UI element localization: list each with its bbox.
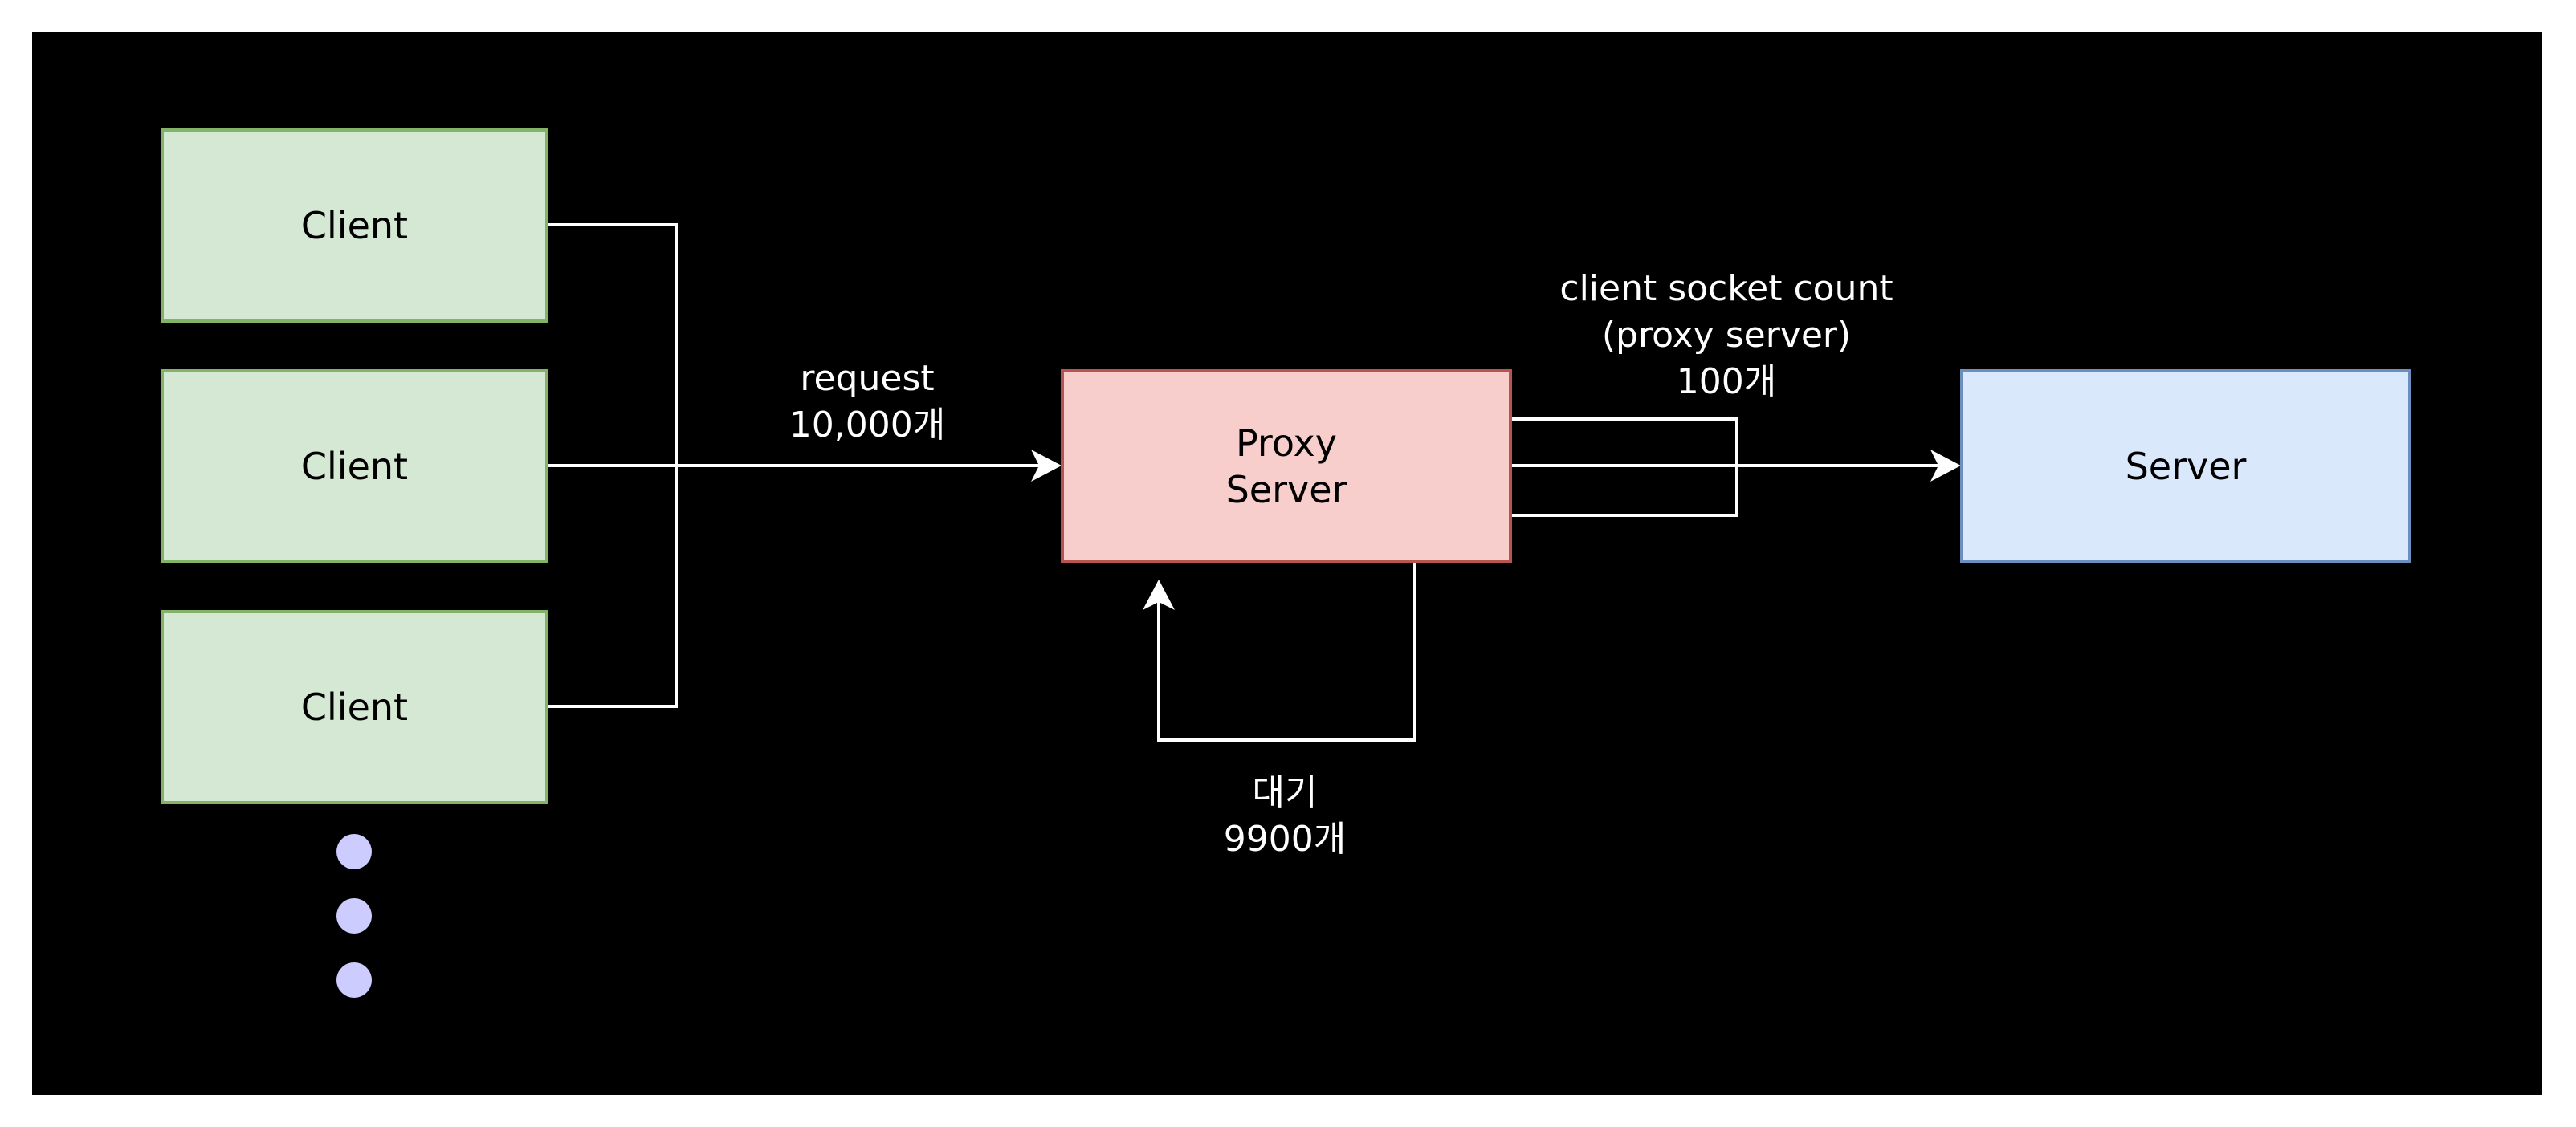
- client-box-1: Client: [161, 128, 548, 323]
- request-label: request 10,000개: [789, 358, 946, 446]
- proxy-server-box: Proxy Server: [1061, 369, 1512, 564]
- client-3-connector: [548, 466, 678, 708]
- server-box: Server: [1960, 369, 2411, 564]
- socket-connection-bottom: [1512, 466, 1738, 517]
- request-arrowhead: [1031, 450, 1062, 482]
- socket-arrowhead: [1930, 450, 1961, 482]
- ellipsis-dot-2: [336, 898, 372, 934]
- ellipsis-dot-3: [336, 962, 372, 998]
- client-box-2: Client: [161, 369, 548, 564]
- ellipsis-dot-1: [336, 834, 372, 869]
- waiting-label: 대기 9900개: [1223, 772, 1347, 860]
- client-1-connector: [548, 223, 678, 466]
- waiting-loop-arrow: [1157, 564, 1416, 742]
- client-box-3: Client: [161, 610, 548, 804]
- waiting-loop-arrowhead: [1143, 580, 1175, 610]
- socket-connection-top: [1512, 417, 1738, 466]
- socket-count-label: client socket count (proxy server) 100개: [1559, 268, 1893, 402]
